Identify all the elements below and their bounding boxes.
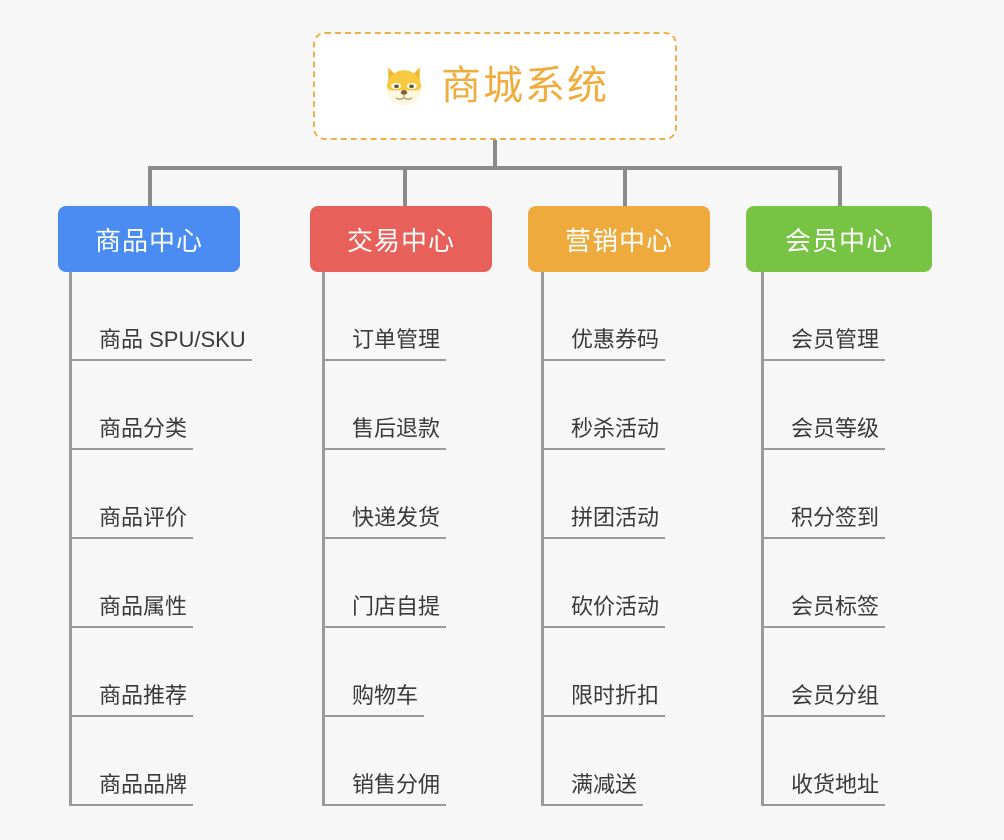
leaf-item[interactable]: 快递发货 <box>322 450 447 539</box>
leaf-item[interactable]: 购物车 <box>322 628 425 717</box>
leaf-item[interactable]: 商品评价 <box>69 450 194 539</box>
leaf-item[interactable]: 优惠券码 <box>541 272 666 361</box>
category-label: 商品中心 <box>94 225 203 256</box>
leaf-label: 秒杀活动 <box>541 415 666 450</box>
category-box-会员中心[interactable]: 会员中心 <box>746 206 932 272</box>
leaf-item[interactable]: 积分签到 <box>761 450 886 539</box>
leaf-item[interactable]: 门店自提 <box>322 539 447 628</box>
leaf-label: 商品品牌 <box>69 771 194 806</box>
leaf-label: 满减送 <box>541 771 644 806</box>
category-label: 营销中心 <box>564 225 673 256</box>
shiba-dog-icon <box>386 67 422 105</box>
leaf-item[interactable]: 商品推荐 <box>69 628 194 717</box>
leaf-item[interactable]: 销售分佣 <box>322 717 447 806</box>
leaf-item[interactable]: 会员管理 <box>761 272 886 361</box>
leaf-item[interactable]: 限时折扣 <box>541 628 666 717</box>
connector-drop-4 <box>838 166 842 206</box>
leaf-item[interactable]: 秒杀活动 <box>541 361 666 450</box>
connector-drop-2 <box>403 166 407 206</box>
leaf-label: 会员等级 <box>761 415 886 450</box>
connector-root-stem <box>493 140 497 168</box>
leaf-item[interactable]: 商品分类 <box>69 361 194 450</box>
category-label: 交易中心 <box>346 225 455 256</box>
leaf-item[interactable]: 满减送 <box>541 717 644 806</box>
leaf-item[interactable]: 售后退款 <box>322 361 447 450</box>
category-box-营销中心[interactable]: 营销中心 <box>528 206 710 272</box>
category-box-商品中心[interactable]: 商品中心 <box>58 206 240 272</box>
leaf-label: 快递发货 <box>322 504 447 539</box>
leaf-label: 销售分佣 <box>322 771 447 806</box>
leaf-label: 砍价活动 <box>541 593 666 628</box>
leaf-label: 购物车 <box>322 682 425 717</box>
leaf-item[interactable]: 商品属性 <box>69 539 194 628</box>
leaf-label: 会员分组 <box>761 682 886 717</box>
leaf-item[interactable]: 订单管理 <box>322 272 447 361</box>
column-spine <box>541 272 544 806</box>
leaf-item[interactable]: 砍价活动 <box>541 539 666 628</box>
leaf-label: 积分签到 <box>761 504 886 539</box>
leaf-label: 拼团活动 <box>541 504 666 539</box>
category-label: 会员中心 <box>784 225 893 256</box>
category-box-交易中心[interactable]: 交易中心 <box>310 206 492 272</box>
connector-drop-3 <box>623 166 627 206</box>
leaf-label: 门店自提 <box>322 593 447 628</box>
leaf-item[interactable]: 收货地址 <box>761 717 886 806</box>
leaf-label: 收货地址 <box>761 771 886 806</box>
leaf-item[interactable]: 会员等级 <box>761 361 886 450</box>
connector-horizontal-bus <box>150 166 840 170</box>
leaf-label: 商品 SPU/SKU <box>69 326 252 361</box>
leaf-item[interactable]: 商品 SPU/SKU <box>69 272 252 361</box>
leaf-label: 会员标签 <box>761 593 886 628</box>
leaf-label: 会员管理 <box>761 326 886 361</box>
leaf-label: 商品推荐 <box>69 682 194 717</box>
leaf-label: 限时折扣 <box>541 682 666 717</box>
column-spine <box>761 272 764 806</box>
leaf-label: 商品分类 <box>69 415 194 450</box>
root-title: 商城系统 <box>441 64 609 108</box>
leaf-item[interactable]: 会员标签 <box>761 539 886 628</box>
column-spine <box>69 272 72 806</box>
root-node[interactable]: 商城系统 <box>313 32 677 140</box>
leaf-label: 优惠券码 <box>541 326 666 361</box>
connector-drop-1 <box>148 166 152 206</box>
column-spine <box>322 272 325 806</box>
leaf-label: 售后退款 <box>322 415 447 450</box>
leaf-label: 商品属性 <box>69 593 194 628</box>
leaf-item[interactable]: 商品品牌 <box>69 717 194 806</box>
leaf-label: 商品评价 <box>69 504 194 539</box>
leaf-label: 订单管理 <box>322 326 447 361</box>
leaf-item[interactable]: 会员分组 <box>761 628 886 717</box>
leaf-item[interactable]: 拼团活动 <box>541 450 666 539</box>
